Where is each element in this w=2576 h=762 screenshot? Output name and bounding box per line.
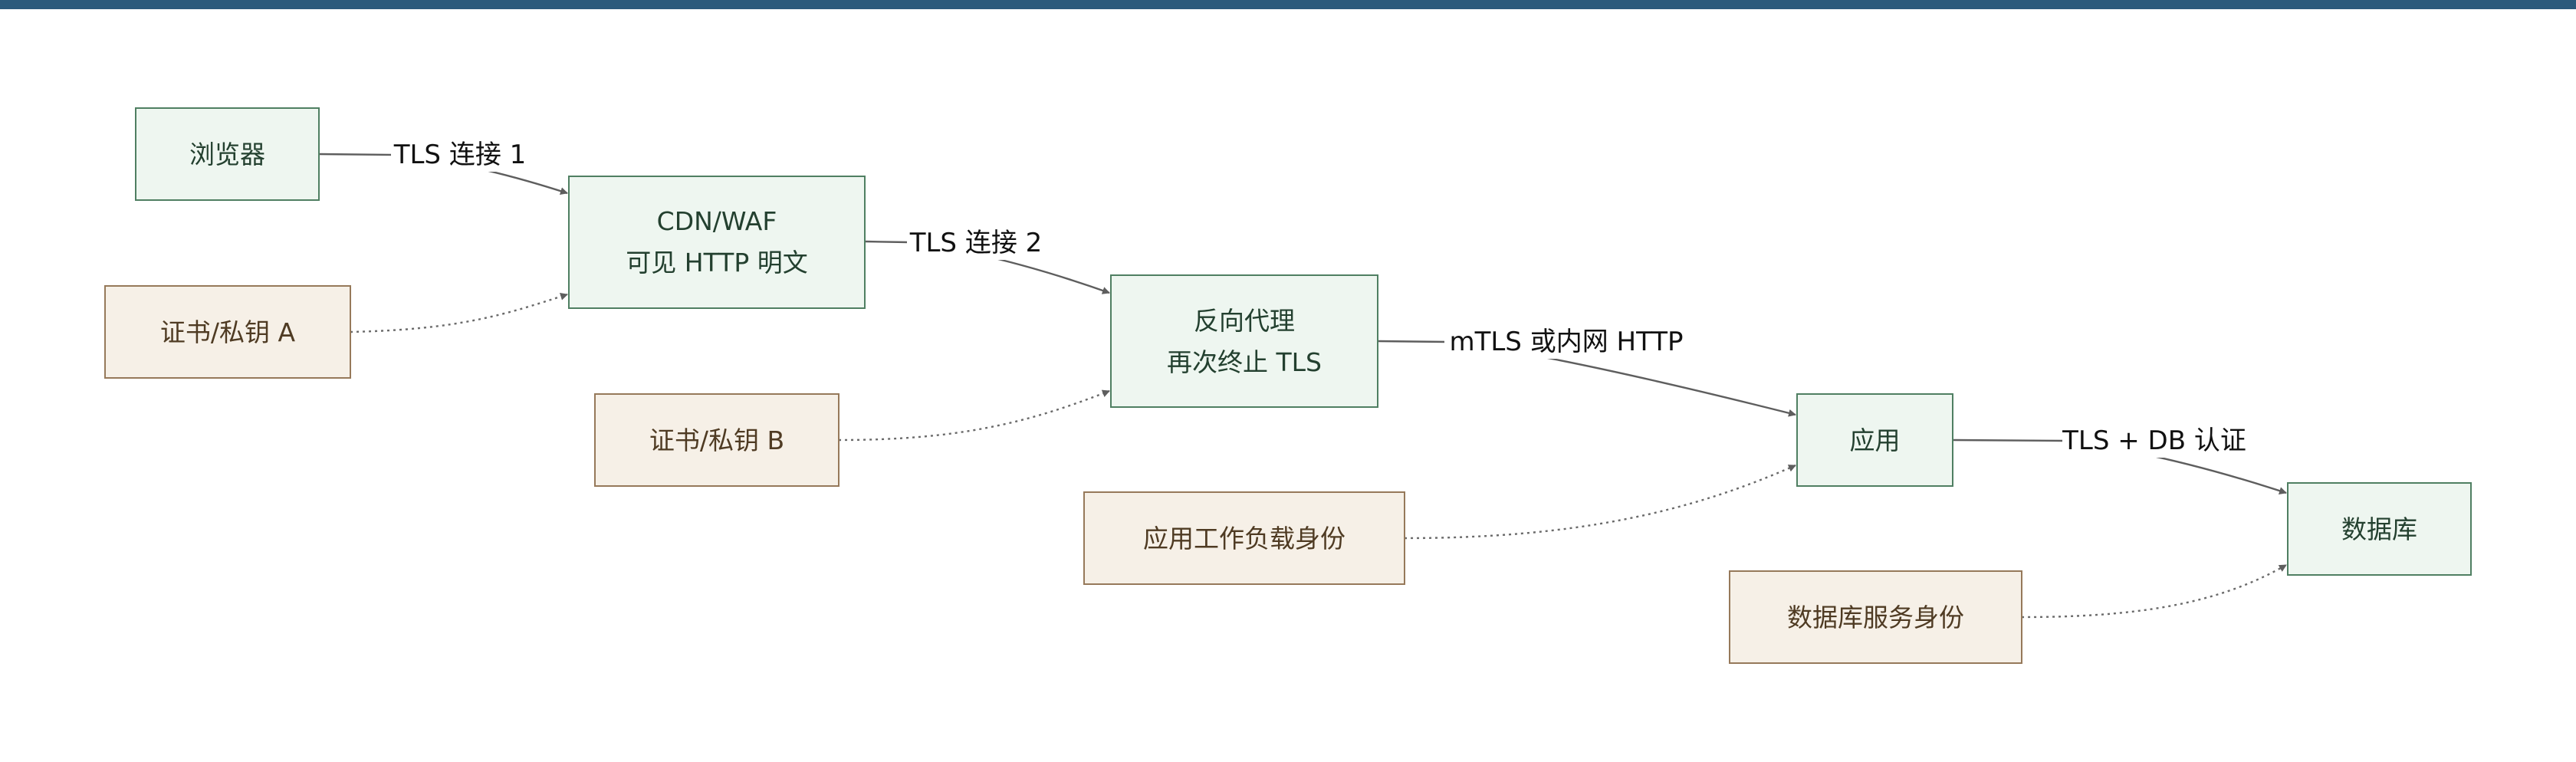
node-app: 应用 <box>1796 393 1953 487</box>
node-database-label: 数据库 <box>2341 514 2417 544</box>
node-browser-label: 浏览器 <box>189 140 265 169</box>
top-accent-bar <box>0 0 2576 9</box>
node-cert-a-label: 证书/私钥 A <box>160 317 296 347</box>
svg-text:mTLS 或内网 HTTP: mTLS 或内网 HTTP <box>1449 327 1683 357</box>
edge-app-identity-to-app <box>1404 464 1796 540</box>
node-cert-b-label: 证书/私钥 B <box>649 425 784 455</box>
svg-text:TLS 连接 2: TLS 连接 2 <box>909 228 1043 258</box>
edge-cert-a-to-cdn <box>350 293 568 333</box>
node-app-label: 应用 <box>1850 425 1901 455</box>
node-browser: 浏览器 <box>135 107 320 201</box>
node-app-workload-identity: 应用工作负载身份 <box>1083 491 1405 585</box>
node-reverse-proxy: 反向代理 再次终止 TLS <box>1110 274 1378 408</box>
nodes: 浏览器 CDN/WAF 可见 HTTP 明文 反向代理 再次终止 TLS 应用 … <box>104 107 2472 664</box>
edge-label-tls-db-auth: TLS + DB 认证 <box>2062 422 2246 458</box>
node-reverse-proxy-subtitle: 再次终止 TLS <box>1167 347 1322 377</box>
edge-label-tls-1: TLS 连接 1 <box>391 136 529 172</box>
node-db-service-identity-label: 数据库服务身份 <box>1787 603 1964 632</box>
node-db-service-identity: 数据库服务身份 <box>1729 570 2022 664</box>
edge-label-mtls: mTLS 或内网 HTTP <box>1444 324 1688 359</box>
node-cert-a: 证书/私钥 A <box>104 285 351 379</box>
edge-cert-b-to-proxy <box>838 389 1110 442</box>
node-cdn-waf: CDN/WAF 可见 HTTP 明文 <box>568 176 866 309</box>
edge-labels: TLS 连接 1 TLS 连接 2 mTLS 或内网 HTTP TLS + DB… <box>391 136 2246 458</box>
node-cdn-waf-subtitle: 可见 HTTP 明文 <box>626 248 807 278</box>
edge-label-tls-2: TLS 连接 2 <box>907 225 1045 260</box>
node-cert-b: 证书/私钥 B <box>594 393 840 487</box>
node-app-workload-identity-label: 应用工作负载身份 <box>1143 524 1346 553</box>
node-cdn-waf-title: CDN/WAF <box>657 206 777 236</box>
edge-db-identity-to-db <box>2021 563 2287 619</box>
node-reverse-proxy-title: 反向代理 <box>1194 306 1295 336</box>
svg-text:TLS + DB 认证: TLS + DB 认证 <box>2062 425 2246 456</box>
node-database: 数据库 <box>2287 482 2472 576</box>
svg-text:TLS 连接 1: TLS 连接 1 <box>393 140 527 170</box>
